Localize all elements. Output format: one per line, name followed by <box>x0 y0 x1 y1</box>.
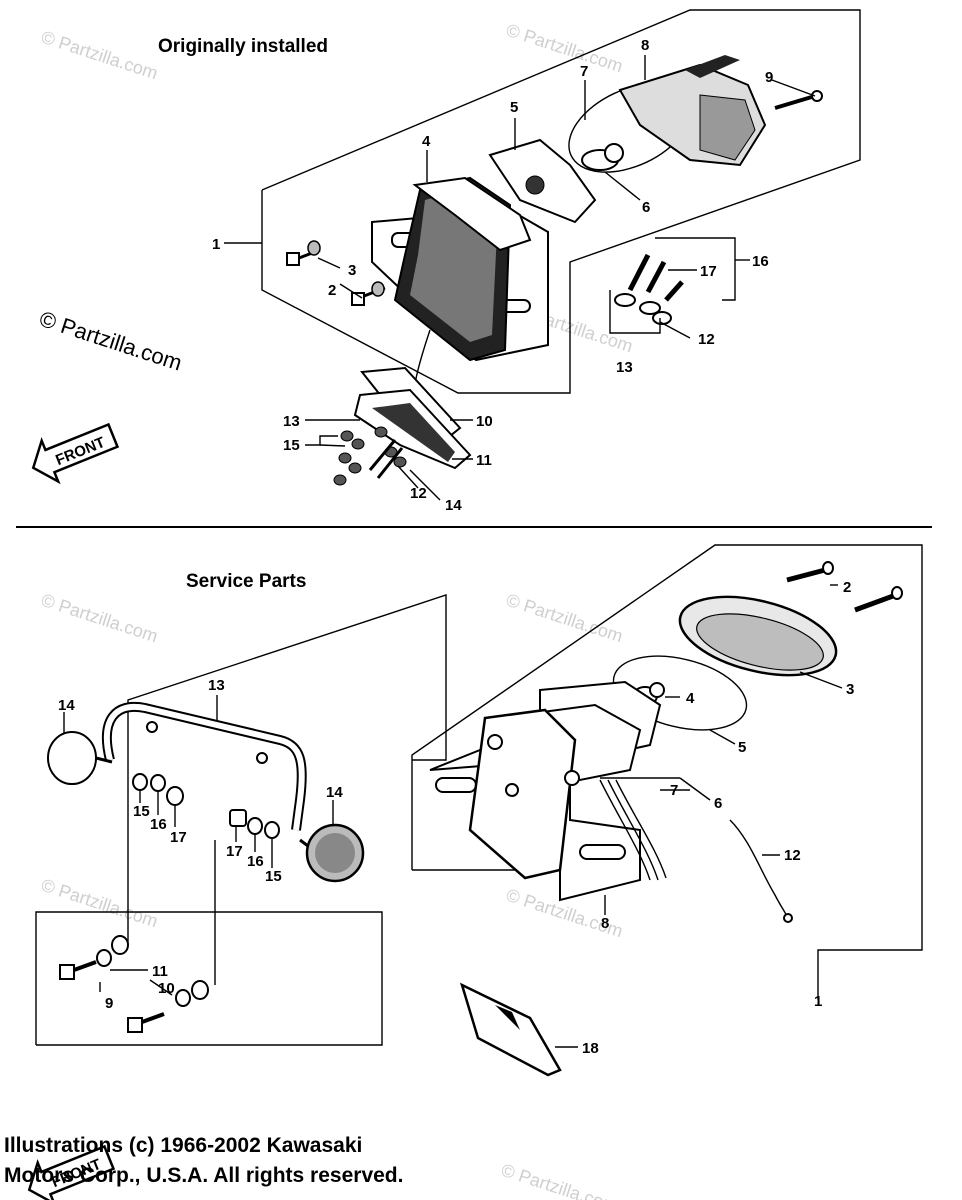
callout: 2 <box>843 579 851 596</box>
callout: 8 <box>601 915 609 932</box>
callout: 15 <box>265 868 282 885</box>
callout: 18 <box>582 1040 599 1057</box>
callout: 4 <box>686 690 695 707</box>
callout: 13 <box>616 359 633 376</box>
callout: 14 <box>326 784 343 801</box>
callout: 2 <box>328 282 336 299</box>
callout: 9 <box>105 995 113 1012</box>
callout: 5 <box>738 739 746 756</box>
callout: 5 <box>510 99 518 116</box>
section-title-service: Service Parts <box>186 571 306 592</box>
service-callouts: 1 2 3 4 5 6 7 8 9 10 11 12 13 14 14 15 1… <box>58 579 854 1057</box>
watermark: © Partzilla.com <box>504 590 626 647</box>
callout: 12 <box>410 485 427 502</box>
copyright-line-1: Illustrations (c) 1966-2002 Kawasaki <box>4 1134 362 1157</box>
callout: 3 <box>846 681 854 698</box>
callout: 17 <box>170 829 187 846</box>
watermark: © Partzilla.com <box>504 20 626 77</box>
original-callouts: 1 2 3 4 5 6 7 8 9 10 11 12 12 13 13 14 1… <box>212 37 773 514</box>
watermark: © Partzilla.com <box>39 875 161 932</box>
callout: 13 <box>208 677 225 694</box>
callout: 7 <box>670 782 678 799</box>
service-assembly <box>35 544 923 1077</box>
callout: 10 <box>476 413 493 430</box>
callout: 15 <box>283 437 300 454</box>
callout: 12 <box>784 847 801 864</box>
callout: 17 <box>700 263 717 280</box>
callout: 11 <box>152 963 168 980</box>
callout: 6 <box>642 199 650 216</box>
section-title-original: Originally installed <box>158 36 328 57</box>
watermark: © Partzilla.com <box>39 27 161 84</box>
callout: 12 <box>698 331 715 348</box>
callout: 16 <box>150 816 167 833</box>
watermark-large: © Partzilla.com <box>36 306 185 376</box>
callout: 7 <box>580 63 588 80</box>
front-arrow-icon: FRONT <box>31 422 120 485</box>
original-assembly <box>224 9 861 501</box>
callout: 11 <box>476 452 492 469</box>
watermark: © Partzilla.com <box>499 1160 621 1200</box>
callout: 8 <box>641 37 649 54</box>
callout: 13 <box>283 413 300 430</box>
callout: 3 <box>348 262 356 279</box>
callout: 15 <box>133 803 150 820</box>
callout: 16 <box>752 253 769 270</box>
callout: 9 <box>765 69 773 86</box>
callout: 1 <box>814 993 822 1010</box>
callout: 4 <box>422 133 431 150</box>
callout: 6 <box>714 795 722 812</box>
callout: 17 <box>226 843 243 860</box>
watermark: © Partzilla.com <box>39 590 161 647</box>
callout: 14 <box>58 697 75 714</box>
callout: 10 <box>158 980 175 997</box>
callout: 1 <box>212 236 220 253</box>
copyright-line-2: Motors Corp., U.S.A. All rights reserved… <box>4 1164 403 1187</box>
callout: 16 <box>247 853 264 870</box>
callout: 14 <box>445 497 462 514</box>
